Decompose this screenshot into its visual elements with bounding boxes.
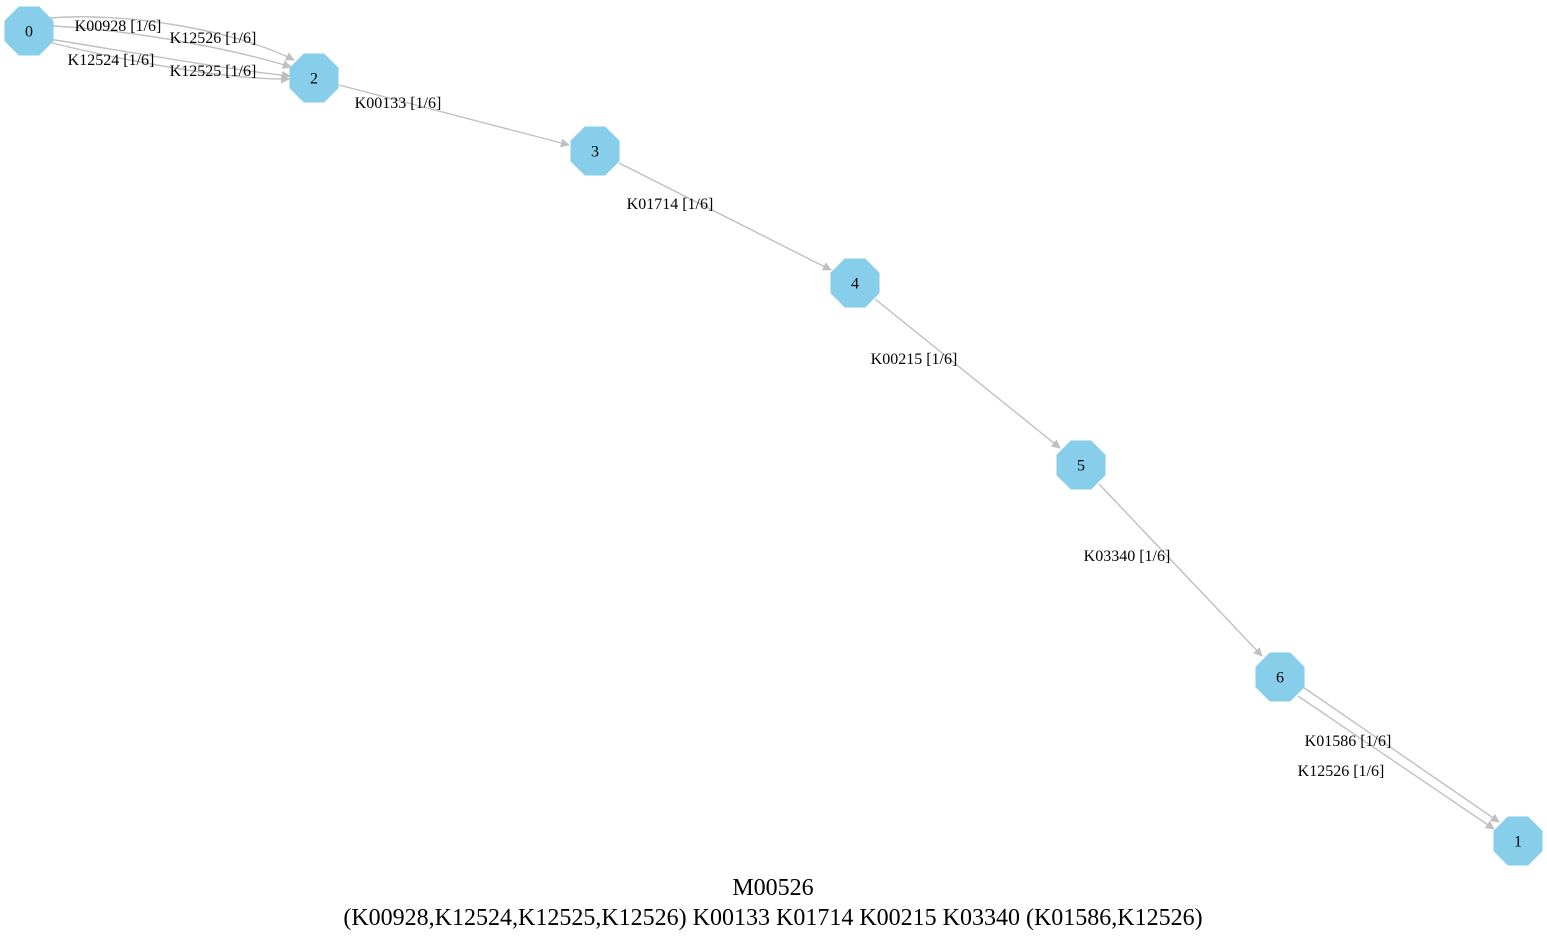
edge-labels-layer: K00928 [1/6] K12526 [1/6] K12524 [1/6] K125… <box>68 18 1392 780</box>
node-5: 5 <box>1056 440 1106 490</box>
node-octagon-shape <box>4 6 54 56</box>
edge-0-to-2 <box>48 38 291 80</box>
node-6: 6 <box>1255 652 1305 702</box>
module-definition: (K00928,K12524,K12525,K12526) K00133 K01… <box>343 905 1202 931</box>
edge-0-to-2 <box>51 42 290 84</box>
nodes-layer: 0 2 3 4 5 6 1 <box>4 6 1543 866</box>
edge-label: K00928 [1/6] <box>75 18 162 35</box>
node-2: 2 <box>289 53 339 103</box>
edge-label: K01586 [1/6] <box>1305 733 1392 750</box>
module-id-title: M00526 <box>732 875 813 901</box>
edge-label: K00215 [1/6] <box>871 351 958 368</box>
edge-0-to-2 <box>52 25 292 69</box>
edge-label: K12526 [1/6] <box>170 30 257 47</box>
edge-2-to-3 <box>338 84 570 148</box>
node-label: 6 <box>1276 670 1284 687</box>
node-octagon-shape <box>1255 652 1305 702</box>
node-4: 4 <box>830 258 880 308</box>
node-octagon-shape <box>570 126 620 176</box>
caption: M00526 (K00928,K12524,K12525,K12526) K00… <box>343 875 1202 931</box>
edge-4-to-5 <box>874 298 1061 449</box>
edge-label: K12526 [1/6] <box>1298 763 1385 780</box>
edge-label: K00133 [1/6] <box>355 95 442 112</box>
edge-label: K03340 [1/6] <box>1084 548 1171 565</box>
edge-label: K12524 [1/6] <box>68 52 155 69</box>
node-label: 4 <box>851 276 859 293</box>
node-octagon-shape <box>1056 440 1106 490</box>
edge-6-to-1 <box>1297 695 1495 830</box>
edge-5-to-6 <box>1098 483 1263 657</box>
edge-0-to-2 <box>49 16 295 61</box>
node-1: 1 <box>1493 816 1543 866</box>
node-label: 3 <box>591 144 599 161</box>
edge-label: K01714 [1/6] <box>627 196 714 213</box>
node-octagon-shape <box>1493 816 1543 866</box>
node-octagon-shape <box>289 53 339 103</box>
edges-layer <box>48 16 1500 830</box>
node-0: 0 <box>4 6 54 56</box>
node-octagon-shape <box>830 258 880 308</box>
node-label: 5 <box>1077 458 1085 475</box>
node-3: 3 <box>570 126 620 176</box>
edge-6-to-1 <box>1302 686 1500 823</box>
edge-3-to-4 <box>618 162 832 271</box>
node-label: 0 <box>25 24 33 41</box>
edge-label: K12525 [1/6] <box>170 63 257 80</box>
node-label: 2 <box>310 71 318 88</box>
node-label: 1 <box>1514 834 1522 851</box>
